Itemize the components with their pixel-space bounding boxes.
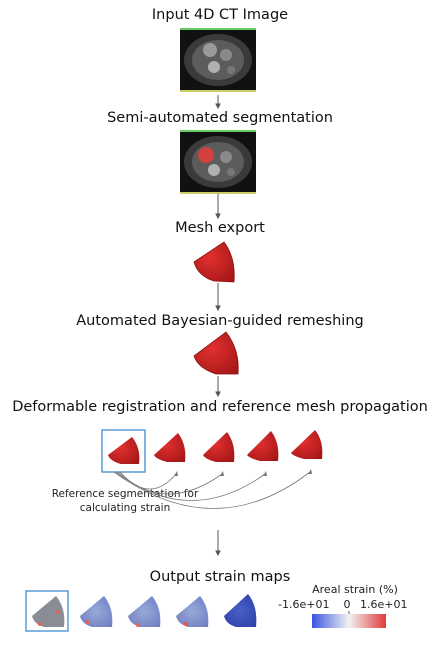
colorbar-mid-label: 0 bbox=[343, 598, 351, 611]
reference-highlight-box bbox=[101, 429, 146, 473]
step-mesh-export-title: Mesh export bbox=[175, 220, 265, 236]
step-output-title: Output strain maps bbox=[149, 569, 291, 585]
propagation-arrowheads bbox=[174, 469, 312, 476]
reference-note-line1: Reference segmentation for bbox=[51, 488, 199, 500]
mesh-export-shape bbox=[193, 241, 235, 283]
output-reference-box bbox=[25, 590, 69, 632]
flow-arrows bbox=[215, 95, 221, 557]
mesh-remeshed-shape bbox=[193, 331, 239, 375]
ct-image-input bbox=[180, 28, 256, 92]
colorbar-title: Areal strain (%) bbox=[312, 583, 398, 596]
step-input-title: Input 4D CT Image bbox=[151, 7, 289, 23]
strain-maps bbox=[32, 594, 257, 627]
colorbar-max-label: 1.6e+01 bbox=[360, 598, 408, 611]
propagation-arrows bbox=[113, 471, 311, 509]
ct-image-segmented bbox=[180, 130, 256, 194]
step-registration-title: Deformable registration and reference me… bbox=[12, 399, 428, 415]
step-segmentation-title: Semi-automated segmentation bbox=[107, 110, 333, 126]
colorbar-min-label: -1.6e+01 bbox=[278, 598, 330, 611]
reference-note-line2: calculating strain bbox=[79, 502, 171, 514]
registration-meshes bbox=[108, 430, 323, 464]
colorbar-gradient bbox=[312, 614, 386, 628]
step-remeshing-title: Automated Bayesian-guided remeshing bbox=[76, 313, 364, 329]
